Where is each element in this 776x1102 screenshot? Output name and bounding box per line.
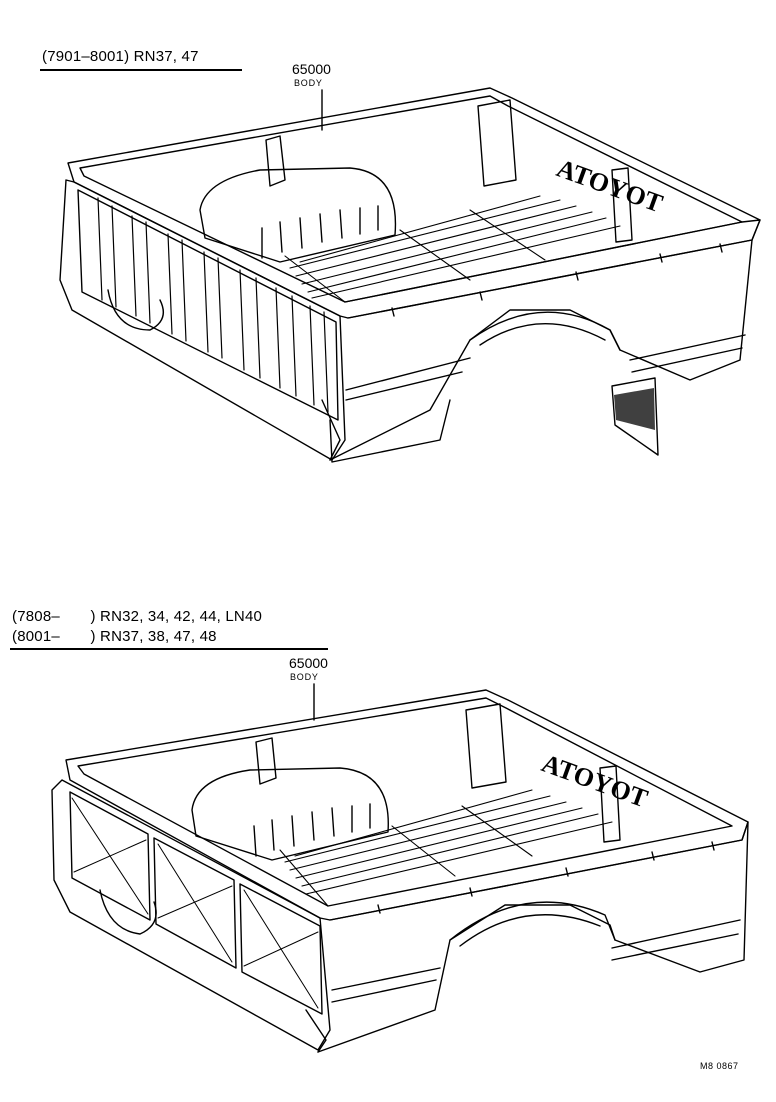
- top-part-number: 65000: [292, 61, 331, 77]
- bottom-range-underline: [10, 648, 328, 650]
- bottom-tailgate-lettering: ATOYOT: [538, 748, 652, 813]
- bottom-stake-post-left: [256, 738, 276, 784]
- top-range-underline: [40, 69, 242, 71]
- bottom-bed-floor-ribs: [280, 790, 612, 906]
- bottom-range-label-2: (8001– ) RN37, 38, 47, 48: [12, 628, 217, 645]
- bottom-range-label-1: (7808– ) RN32, 34, 42, 44, LN40: [12, 608, 263, 625]
- top-stake-post-left: [266, 136, 285, 186]
- top-mudflap: [612, 378, 658, 455]
- bottom-tailgate-xpanel-1: [70, 792, 150, 920]
- bottom-wheelhouse: [192, 768, 388, 860]
- top-range-label: (7901–8001) RN37, 47: [42, 48, 199, 65]
- top-part-name: BODY: [294, 78, 323, 88]
- top-wheelhouse: [200, 168, 395, 262]
- top-wheel-arch: [470, 312, 620, 350]
- top-side-panel: [330, 220, 760, 460]
- top-tailgate-ribs: [98, 198, 328, 412]
- top-bed-floor-ribs: [285, 196, 620, 302]
- bottom-wheel-arch: [450, 902, 615, 940]
- top-stake-post-rear: [478, 100, 516, 186]
- bottom-tailgate-panel: [52, 780, 330, 1050]
- top-truck-bed: [60, 88, 760, 462]
- bottom-bed-rim: [66, 690, 748, 920]
- bottom-tailgate-xpanel-2: [154, 838, 236, 968]
- top-tailgate-lettering: ATOYOT: [553, 153, 667, 218]
- bottom-tailgate-xpanel-3: [240, 884, 322, 1014]
- bottom-stake-post-right: [600, 766, 620, 842]
- top-stake-post-right: [612, 168, 632, 242]
- figure-code: M8 0867: [700, 1061, 739, 1071]
- bottom-part-number: 65000: [289, 655, 328, 671]
- bottom-stake-post-rear: [466, 704, 506, 788]
- bottom-part-name: BODY: [290, 672, 319, 682]
- bottom-truck-bed: [52, 684, 748, 1052]
- top-tailgate-panel: [60, 180, 345, 460]
